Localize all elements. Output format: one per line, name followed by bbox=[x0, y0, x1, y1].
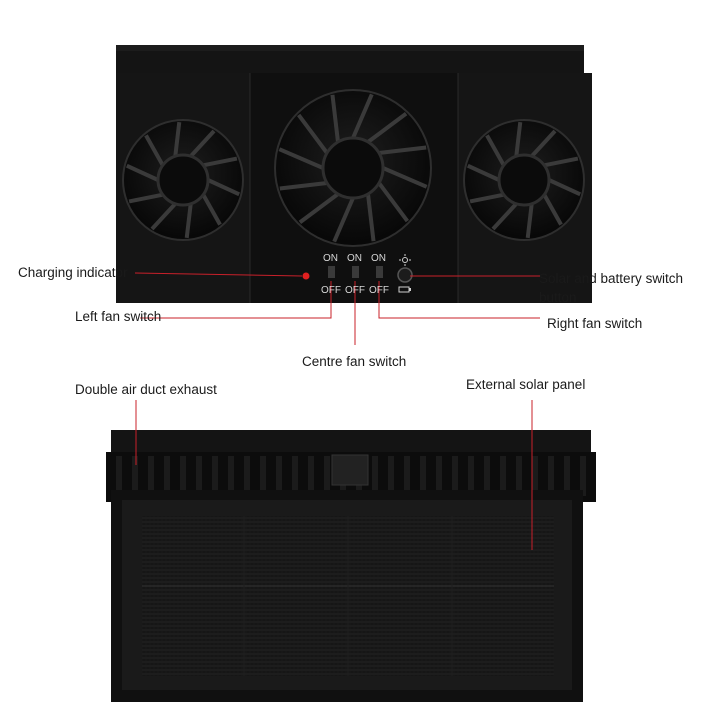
exhaust-rib bbox=[148, 456, 154, 496]
exhaust-rib bbox=[180, 456, 186, 496]
exhaust-rib bbox=[468, 456, 474, 496]
fan-spoke bbox=[279, 181, 328, 191]
solar-battery-switch-label-line1: Solar and battery switch bbox=[539, 271, 684, 286]
exhaust-rib bbox=[452, 456, 458, 496]
fan-spoke bbox=[485, 134, 506, 167]
exhaust-rib bbox=[420, 456, 426, 496]
fan-spoke bbox=[189, 129, 216, 158]
fan-spoke bbox=[366, 193, 376, 242]
charging-indicator-led bbox=[302, 272, 310, 280]
right-fan-switch-label: Right fan switch bbox=[547, 316, 643, 331]
fan-right-icon bbox=[463, 119, 585, 241]
exhaust-rib bbox=[196, 456, 202, 496]
right-switch-off-text: OFF bbox=[369, 285, 389, 296]
fan-spoke bbox=[150, 202, 177, 231]
exhaust-rib bbox=[260, 456, 266, 496]
fan-spoke bbox=[548, 178, 582, 197]
exhaust-rib bbox=[436, 456, 442, 496]
right-fan-switch bbox=[376, 266, 383, 278]
fan-spoke bbox=[542, 193, 563, 226]
fan-spoke bbox=[530, 129, 557, 158]
exhaust-rib bbox=[164, 456, 170, 496]
fan-spoke bbox=[125, 163, 159, 182]
callout-lines-top bbox=[134, 272, 540, 345]
exhaust-rib bbox=[580, 456, 586, 496]
fan-centre-icon bbox=[274, 89, 432, 247]
fan-spoke bbox=[525, 203, 534, 239]
exhaust-rib bbox=[292, 456, 298, 496]
fan-spoke bbox=[298, 192, 340, 224]
exhaust-rib bbox=[212, 456, 218, 496]
external-solar-panel-label: External solar panel bbox=[466, 377, 586, 392]
fan-spoke bbox=[382, 166, 428, 189]
fan-spoke bbox=[366, 112, 408, 144]
exhaust-rib bbox=[500, 456, 506, 496]
left-fan-switch bbox=[328, 266, 335, 278]
device-front-view bbox=[116, 45, 592, 303]
exhaust-rib bbox=[132, 456, 138, 496]
fan-spoke bbox=[207, 178, 241, 197]
callout-lines-bottom bbox=[135, 400, 533, 550]
exhaust-rib bbox=[372, 456, 378, 496]
fan-spoke bbox=[514, 121, 523, 157]
centre-fan-switch bbox=[352, 266, 359, 278]
exhaust-rib bbox=[276, 456, 282, 496]
exhaust-rib bbox=[244, 456, 250, 496]
fan-spoke bbox=[378, 145, 427, 155]
fan-spoke bbox=[128, 192, 164, 204]
fan-spoke bbox=[491, 202, 518, 231]
double-air-duct-label: Double air duct exhaust bbox=[75, 382, 217, 397]
exhaust-rib bbox=[564, 456, 570, 496]
exhaust-rib bbox=[484, 456, 490, 496]
fan-spoke bbox=[469, 192, 505, 204]
sun-icon bbox=[399, 254, 411, 266]
exhaust-rib bbox=[548, 456, 554, 496]
battery-icon bbox=[398, 286, 411, 293]
centre-switch-off-text: OFF bbox=[345, 285, 365, 296]
solar-battery-switch-label-line2: button bbox=[539, 290, 577, 305]
fan-spoke bbox=[543, 156, 579, 168]
fan-spoke bbox=[184, 203, 193, 239]
exhaust-rib bbox=[116, 456, 122, 496]
left-switch-on-text: ON bbox=[323, 253, 338, 264]
centre-switch-on-text: ON bbox=[347, 253, 362, 264]
fan-spoke bbox=[351, 93, 374, 139]
exhaust-rib bbox=[532, 456, 538, 496]
centre-fan-switch-label: Centre fan switch bbox=[302, 354, 407, 369]
exhaust-rib bbox=[404, 456, 410, 496]
exhaust-rib bbox=[388, 456, 394, 496]
fan-spoke bbox=[332, 197, 355, 243]
fan-spoke bbox=[202, 156, 238, 168]
fan-spoke bbox=[330, 94, 340, 143]
fan-spoke bbox=[297, 113, 329, 155]
exhaust-rib bbox=[228, 456, 234, 496]
device-bottom-view bbox=[106, 430, 596, 702]
fan-spoke bbox=[466, 163, 500, 182]
fan-left-icon bbox=[122, 119, 244, 241]
fan-spoke bbox=[201, 193, 222, 226]
fan-spoke bbox=[278, 147, 324, 170]
fan-spoke bbox=[144, 134, 165, 167]
solar-battery-button bbox=[397, 267, 413, 283]
exhaust-rib bbox=[516, 456, 522, 496]
fan-spoke bbox=[173, 121, 182, 157]
left-fan-switch-label: Left fan switch bbox=[75, 309, 162, 324]
left-switch-off-text: OFF bbox=[321, 285, 341, 296]
exhaust-rib bbox=[308, 456, 314, 496]
right-switch-on-text: ON bbox=[371, 253, 386, 264]
charging-indicator-label: Charging indicator bbox=[18, 265, 128, 280]
fan-spoke bbox=[377, 181, 409, 223]
exhaust-rib bbox=[324, 456, 330, 496]
